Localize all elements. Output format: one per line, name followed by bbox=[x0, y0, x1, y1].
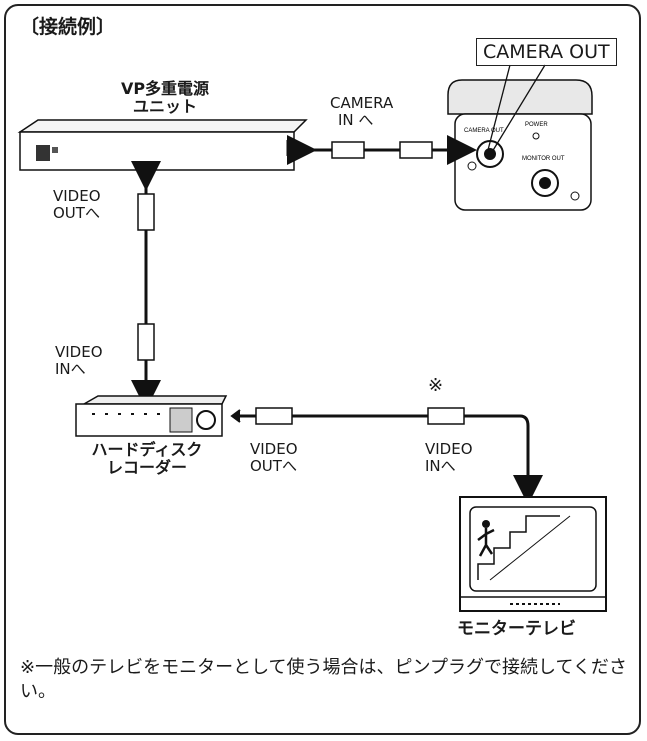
diagram-title: 〔接続例〕 bbox=[20, 16, 116, 38]
recorder-video-in-line1: VIDEO bbox=[55, 343, 103, 361]
recorder-video-out-line2: OUTへ bbox=[250, 457, 297, 475]
monitor-device bbox=[459, 496, 607, 612]
camera-out-pointer bbox=[487, 64, 511, 151]
power-unit-label-line2: ユニット bbox=[132, 97, 197, 116]
monitor-video-in-line1: VIDEO bbox=[425, 440, 473, 458]
diagram-frame bbox=[4, 4, 641, 735]
recorder-video-out-label: VIDEO OUTへ bbox=[250, 441, 298, 475]
monitor-label: モニターテレビ bbox=[457, 619, 576, 639]
monitor-out-port-label: MONITOR OUT bbox=[522, 156, 565, 162]
camera-in-label: CAMERA IN へ bbox=[330, 95, 393, 129]
recorder-device bbox=[75, 395, 228, 437]
camera-out-port-label: CAMERA OUT bbox=[464, 128, 504, 134]
recorder-label: ハードディスク レコーダー bbox=[82, 441, 212, 477]
recorder-label-line1: ハードディスク bbox=[91, 440, 203, 459]
camera-cable bbox=[287, 135, 477, 165]
camera-in-line1: CAMERA bbox=[330, 94, 394, 112]
recorder-video-in-line2: INへ bbox=[55, 360, 86, 378]
camera-in-line2: IN へ bbox=[338, 111, 374, 129]
monitor-cable bbox=[230, 407, 543, 505]
unit-video-out-label: VIDEO OUTへ bbox=[53, 188, 101, 222]
note-mark: ※ bbox=[428, 375, 444, 396]
recorder-label-line2: レコーダー bbox=[106, 458, 187, 477]
recorder-video-in-label: VIDEO INへ bbox=[55, 344, 103, 378]
unit-video-out-line2: OUTへ bbox=[53, 204, 100, 222]
camera-device: CAMERA OUT POWER MONITOR OUT bbox=[447, 79, 593, 211]
camera-out-pointer-2 bbox=[491, 64, 546, 153]
recorder-video-out-line1: VIDEO bbox=[250, 440, 298, 458]
camera-out-callout: CAMERA OUT bbox=[476, 38, 617, 66]
power-unit-device bbox=[17, 119, 308, 171]
vertical-cable bbox=[131, 161, 161, 410]
footnote: ※一般のテレビをモニターとして使う場合は、ピンプラグで接続してください。 bbox=[20, 657, 627, 702]
unit-video-out-line1: VIDEO bbox=[53, 187, 101, 205]
monitor-video-in-line2: INへ bbox=[425, 457, 456, 475]
power-unit-label-line1: VP多重電源 bbox=[120, 79, 210, 98]
power-unit-label: VP多重電源 ユニット bbox=[100, 80, 230, 116]
monitor-video-in-label: VIDEO INへ bbox=[425, 441, 473, 475]
power-label: POWER bbox=[525, 122, 548, 128]
